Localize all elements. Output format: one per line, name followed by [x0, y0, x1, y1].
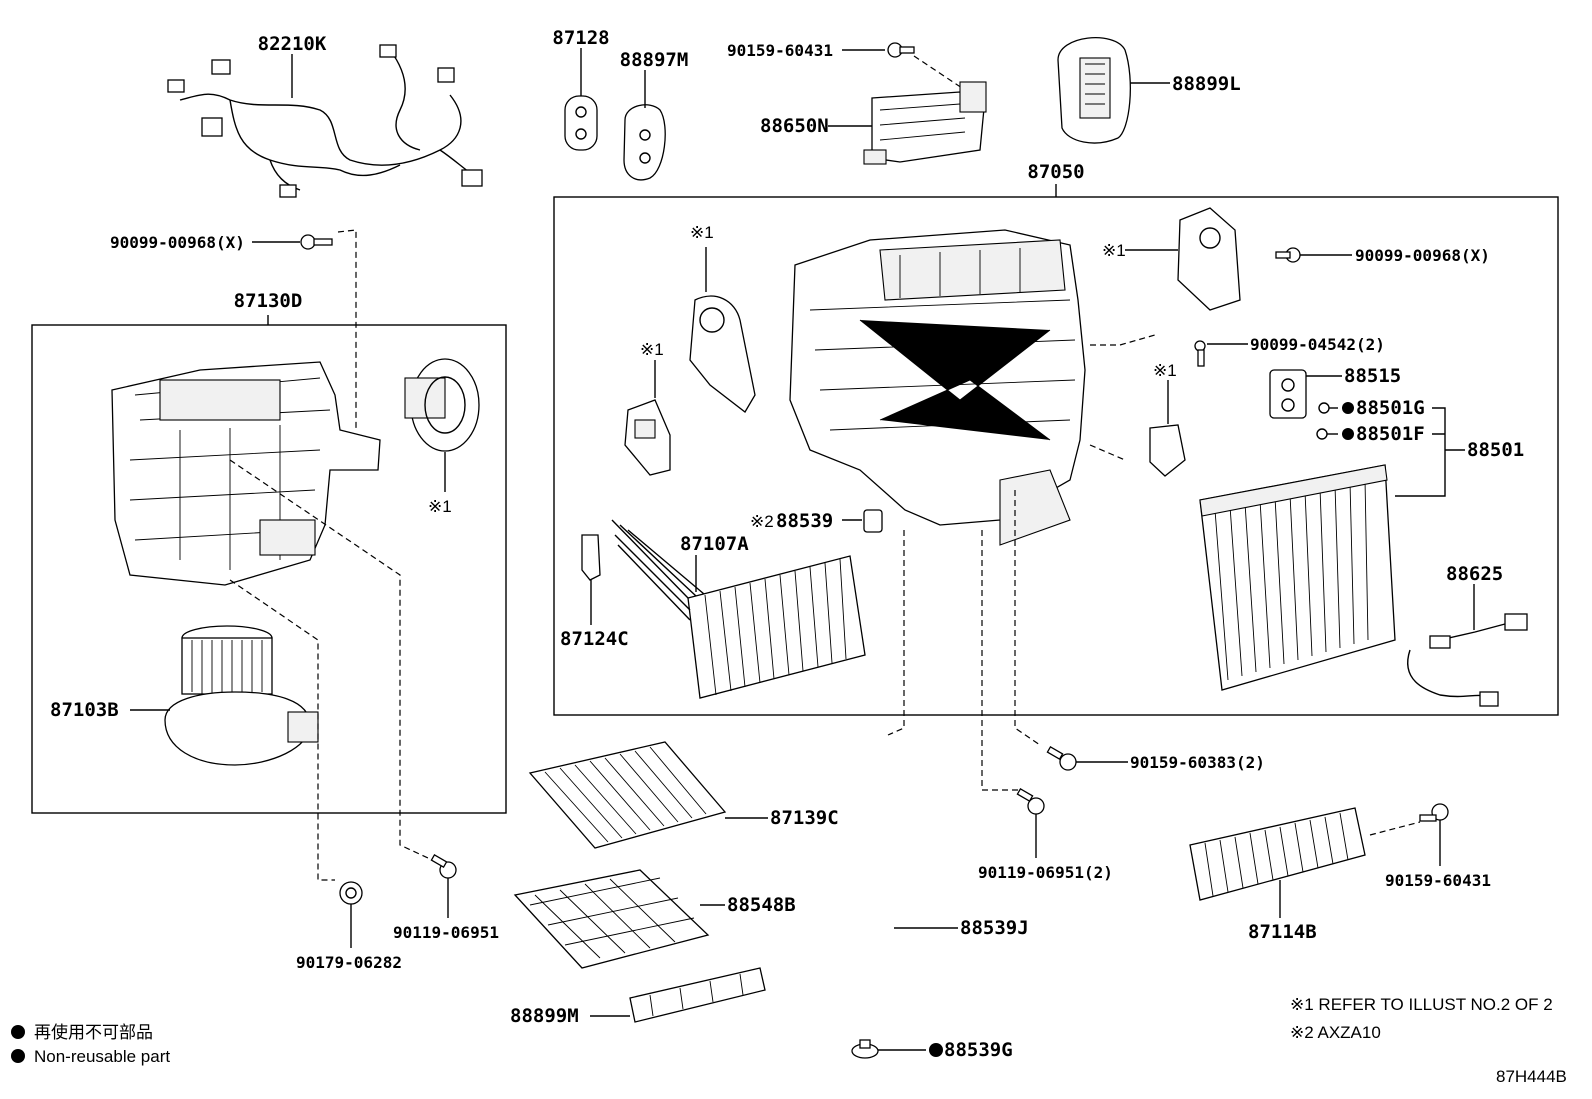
- screw-90159-60431-bottom: [1419, 803, 1449, 822]
- nut-90179-06282: [339, 881, 363, 905]
- label-90099-04542: 90099-04542(2): [1250, 335, 1385, 354]
- label-88539G: 88539G: [944, 1039, 1013, 1061]
- grommet-88539G: [851, 1039, 879, 1059]
- drain-cap-88539: [863, 509, 883, 533]
- blower-motor-87103B: [164, 625, 319, 766]
- group-box-87130D: [31, 324, 507, 814]
- actuator-right-upper: [1177, 207, 1241, 311]
- label-90159-60431-bottom: 90159-60431: [1385, 871, 1491, 890]
- label-90159-60383: 90159-60383(2): [1130, 753, 1265, 772]
- ref-mark-right-upper: ※1: [1102, 241, 1126, 260]
- label-88501G: 88501G: [1356, 397, 1425, 419]
- ref-mark-left-upper: ※1: [690, 223, 714, 242]
- heater-core-87107A: [611, 519, 866, 699]
- actuator-blower: [404, 358, 480, 452]
- label-88515: 88515: [1344, 365, 1401, 387]
- screw-90159-60431-top: [887, 42, 915, 58]
- thermistor-88625: [1407, 613, 1528, 707]
- screw-90099-00968-left: [300, 234, 333, 250]
- label-88539: 88539: [776, 510, 833, 532]
- ref-mark-left-lower: ※1: [640, 340, 664, 359]
- label-88650N: 88650N: [760, 115, 829, 137]
- dash-right-case-2: [1089, 444, 1126, 461]
- label-88899M: 88899M: [510, 1005, 579, 1027]
- wire-harness-82210K: [167, 44, 483, 198]
- seal-pad-88897M: [623, 104, 666, 181]
- label-87124C: 87124C: [560, 628, 629, 650]
- label-82210K: 82210K: [258, 33, 327, 55]
- label-90099-00968-right: 90099-00968(X): [1355, 246, 1490, 265]
- label-90179-06282: 90179-06282: [296, 953, 402, 972]
- note-ref1: ※1 REFER TO ILLUST NO.2 OF 2: [1290, 995, 1553, 1014]
- actuator-right-mid: [1149, 424, 1186, 477]
- label-87103B: 87103B: [50, 699, 119, 721]
- label-87139C: 87139C: [770, 807, 839, 829]
- label-88539J: 88539J: [960, 917, 1029, 939]
- label-87050: 87050: [1027, 161, 1084, 183]
- blower-case: [111, 361, 381, 586]
- dash-90159-60431-bottom: [1369, 821, 1421, 836]
- cover-88899L: [1057, 37, 1131, 144]
- legend-en: Non-reusable part: [34, 1047, 170, 1066]
- hvac-case: [789, 229, 1086, 546]
- expansion-valve-88515: [1269, 369, 1307, 419]
- dash-88539J: [887, 530, 905, 736]
- evaporator-88501: [1199, 464, 1396, 691]
- register-87114B: [1189, 807, 1366, 901]
- label-88625: 88625: [1446, 563, 1503, 585]
- clip-87124C: [581, 534, 601, 581]
- legend-dot-en: [11, 1049, 25, 1063]
- label-90119-06951-2: 90119-06951(2): [978, 863, 1113, 882]
- label-88897M: 88897M: [620, 49, 689, 71]
- ref-mark-blower: ※1: [428, 497, 452, 516]
- legend-jp: 再使用不可部品: [34, 1022, 153, 1042]
- drawing-code: 87H444B: [1496, 1067, 1567, 1086]
- screw-90159-60383: [1046, 746, 1077, 771]
- dash-90179-06282: [229, 579, 335, 881]
- label-90159-60431-top: 90159-60431: [727, 41, 833, 60]
- legend-dot-jp: [11, 1025, 25, 1039]
- label-88501F: 88501F: [1356, 423, 1425, 445]
- o-ring-88501G: [1318, 402, 1330, 414]
- ecu-88650N: [863, 81, 987, 165]
- label-87130D: 87130D: [234, 290, 303, 312]
- ref-mark-88539: ※2: [750, 512, 774, 531]
- label-90099-00968-left: 90099-00968(X): [110, 233, 245, 252]
- non-reusable-mark-88539G: [929, 1043, 943, 1057]
- seal-88899M: [629, 967, 766, 1023]
- cabin-filter-87139C: [528, 741, 727, 849]
- dash-90099-00968-left: [337, 229, 357, 430]
- non-reusable-mark-88501G: [1342, 402, 1354, 414]
- label-88899L: 88899L: [1172, 73, 1241, 95]
- non-reusable-mark-88501F: [1342, 428, 1354, 440]
- label-87107A: 87107A: [680, 533, 749, 555]
- actuator-left-upper: [689, 295, 756, 413]
- screw-90099-04542: [1194, 340, 1206, 367]
- label-87114B: 87114B: [1248, 921, 1317, 943]
- label-87128: 87128: [552, 27, 609, 49]
- screw-90119-06951-2: [1016, 788, 1045, 815]
- label-90119-06951: 90119-06951: [393, 923, 499, 942]
- dash-right-case-1: [1090, 334, 1156, 346]
- note-ref2: ※2 AXZA10: [1290, 1023, 1381, 1042]
- bracket-88501: [1395, 407, 1465, 497]
- filter-frame-88548B: [513, 869, 710, 969]
- ref-mark-right-mid: ※1: [1153, 361, 1177, 380]
- screw-90119-06951: [430, 854, 457, 879]
- actuator-left-lower: [624, 399, 671, 476]
- dash-90119-06951: [229, 459, 429, 859]
- label-88548B: 88548B: [727, 894, 796, 916]
- seal-pad-87128: [564, 95, 598, 151]
- dash-90119-06951-2: [981, 530, 1020, 791]
- screw-90099-00968-right: [1275, 247, 1301, 263]
- label-88501: 88501: [1467, 439, 1524, 461]
- dash-90159-60431-top: [913, 55, 966, 91]
- o-ring-88501F: [1316, 428, 1328, 440]
